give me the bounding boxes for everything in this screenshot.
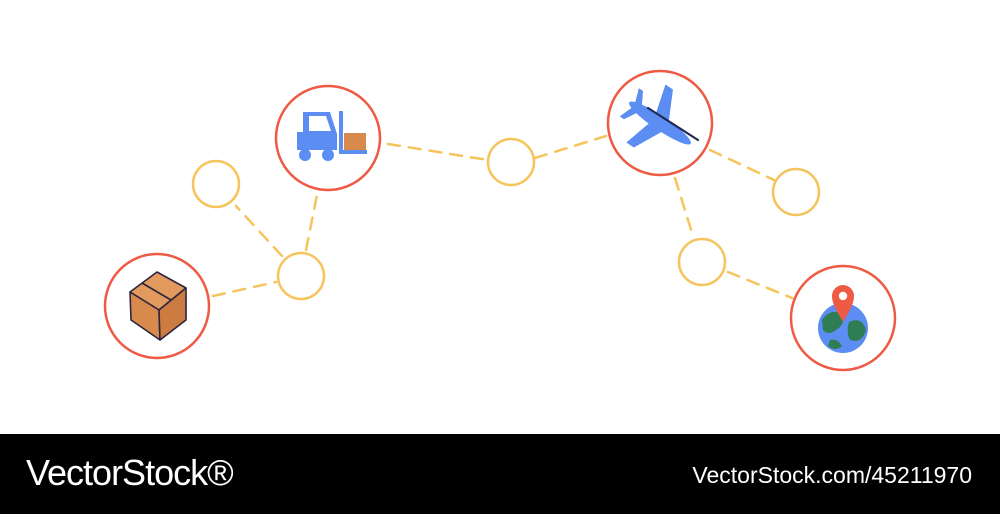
connector-waypoint-5-to-destination [726, 270, 794, 300]
logistics-route-diagram [103, 69, 897, 372]
connector-airplane-to-waypoint-4 [708, 148, 776, 182]
stock-image-id: VectorStock.com/45211970 [692, 462, 972, 488]
waypoint-3 [486, 137, 536, 187]
connector-waypoint-2-to-waypoint-1 [234, 204, 284, 258]
vectorstock-logo: VectorStock® [26, 452, 234, 493]
connector-airplane-to-waypoint-5 [673, 176, 695, 238]
waypoint-4 [771, 167, 821, 217]
connector-waypoint-3-to-airplane [533, 134, 608, 160]
route-connectors [211, 134, 794, 300]
airplane-icon [619, 84, 700, 148]
waypoint-2 [276, 251, 326, 301]
waypoint-rings [191, 137, 821, 301]
watermark-footer: VectorStock® VectorStock.com/45211970 [0, 434, 1000, 514]
waypoint-1 [191, 159, 241, 209]
major-rings [103, 69, 897, 372]
waypoint-5 [677, 237, 727, 287]
package-icon [129, 271, 187, 341]
connector-forklift-to-waypoint-3 [386, 142, 490, 162]
connector-waypoint-2-to-forklift [304, 188, 320, 252]
connector-package-to-waypoint-2 [211, 280, 278, 298]
globe-location-pin-icon [818, 285, 868, 353]
forklift-icon [297, 111, 367, 161]
